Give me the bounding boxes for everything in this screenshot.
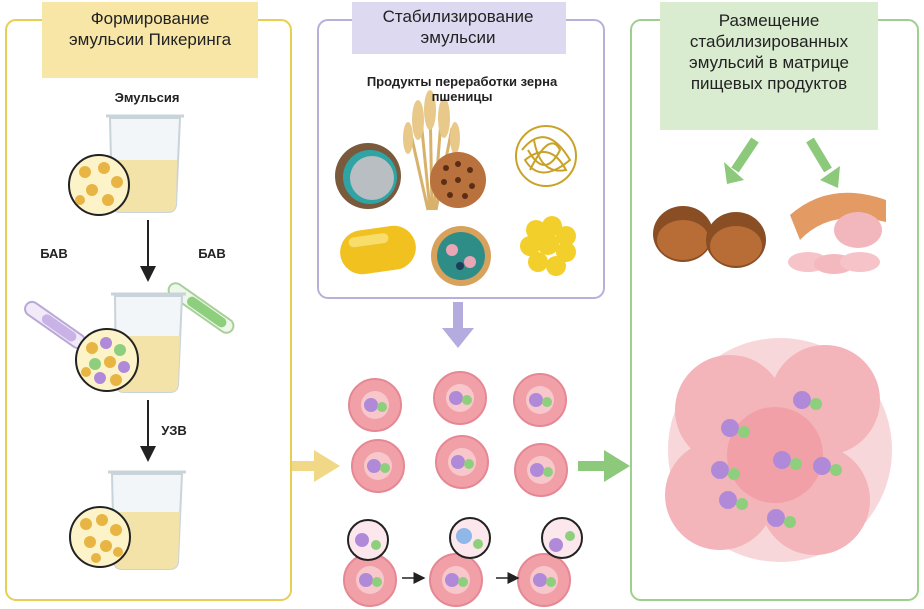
right-panel-header <box>660 2 878 130</box>
porous-particle-icon <box>430 152 486 208</box>
interaction-zoom-2 <box>449 517 491 559</box>
emulsion-label: Эмульсия <box>114 90 180 105</box>
sonicated-zoom-circle <box>69 506 131 568</box>
bav-label-right: БАВ <box>198 246 226 261</box>
cell-9 <box>517 553 571 607</box>
cell-2 <box>433 371 487 425</box>
micelle-cell-icon <box>431 226 491 286</box>
cell-6 <box>514 443 568 497</box>
emulsion-zoom-circle <box>68 154 130 216</box>
bav-label-left: БАВ <box>40 246 68 261</box>
interaction-zoom-3 <box>541 517 583 559</box>
arrow-green-down-left <box>724 137 759 184</box>
left-panel-header <box>42 2 258 78</box>
sausage-icon <box>788 192 886 274</box>
yellow-cluster-icon <box>520 216 576 276</box>
interaction-zoom-1 <box>347 519 389 561</box>
test-tube-green <box>167 282 235 334</box>
arrow-yellow-right <box>292 450 340 482</box>
right-panel-title: Размещение стабилизированных эмульсий в … <box>689 11 849 93</box>
food-matrix-cluster <box>665 338 892 562</box>
middle-panel-header <box>352 2 566 54</box>
grain-cross-section-icon <box>335 143 401 209</box>
cell-4 <box>351 439 405 493</box>
cell-7 <box>343 553 397 607</box>
bav-zoom-circle <box>75 328 139 392</box>
bread-buns-icon <box>653 206 766 268</box>
middle-panel-title: Стабилизирование эмульсии <box>382 7 534 47</box>
arrow-green-down-right <box>806 137 840 188</box>
left-panel-title: Формирование эмульсии Пикеринга <box>68 9 232 49</box>
products-label: Продукты переработки зерна пшеницы <box>366 74 558 104</box>
stabilized-emulsion-cells <box>343 371 571 607</box>
arrow-green-right <box>578 450 630 482</box>
cell-8 <box>429 553 483 607</box>
wheat-sheaf-icon <box>403 90 460 211</box>
fiber-ball-icon <box>515 125 577 187</box>
cell-3 <box>513 373 567 427</box>
cell-5 <box>435 435 489 489</box>
arrow-purple-down <box>442 302 474 348</box>
uzv-label: УЗВ <box>161 423 187 438</box>
capsule-icon <box>340 225 416 275</box>
cell-1 <box>348 378 402 432</box>
